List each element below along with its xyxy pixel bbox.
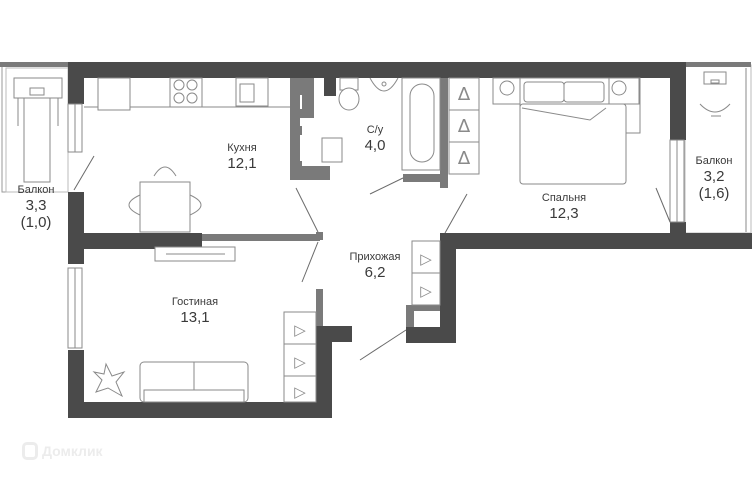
plant-icon: [92, 362, 126, 398]
domclick-logo-icon: [22, 442, 38, 460]
room-area: 12,1: [227, 154, 257, 172]
sofa-icon: [139, 361, 249, 403]
svg-text:∆: ∆: [457, 116, 471, 137]
svg-text:▷: ▷: [294, 353, 306, 371]
balcony-right-outline: [684, 64, 752, 234]
room-name: Балкон: [17, 184, 55, 196]
watermark-text: Домклик: [42, 443, 103, 459]
living-wardrobe-icon: ▷ ▷ ▷: [283, 311, 317, 403]
room-label-kitchen: Кухня 12,1: [227, 142, 256, 172]
washbasin-icon: [369, 77, 399, 92]
svg-text:▷: ▷: [294, 383, 306, 401]
room-label-balcony-right: Балкон 3,2 (1,6): [696, 155, 733, 202]
room-label-bedroom: Спальня 12,3: [542, 192, 586, 222]
svg-text:▷: ▷: [294, 321, 306, 339]
watermark: Домклик: [22, 442, 103, 460]
room-name: Балкон: [695, 155, 733, 167]
room-label-living-room: Гостиная 13,1: [172, 296, 218, 326]
room-area: 4,0: [364, 136, 386, 154]
bed-icon: [492, 77, 641, 185]
room-name: Гостиная: [171, 296, 219, 308]
room-area: 13,1: [180, 308, 210, 326]
svg-text:▷: ▷: [420, 282, 432, 300]
treadmill-icon: [13, 77, 63, 183]
dining-table-icon: [128, 166, 202, 233]
room-area: 3,2: [703, 167, 725, 185]
bottom-wall: [68, 402, 332, 418]
room-area: 6,2: [364, 263, 386, 281]
room-name: Прихожая: [349, 251, 401, 263]
top-wall: [68, 62, 686, 78]
room-name: Спальня: [541, 192, 587, 204]
desk-icon: [699, 71, 731, 117]
wardrobe-icon: ∆ ∆ ∆: [448, 77, 480, 175]
toilet-icon: [338, 77, 360, 111]
svg-text:∆: ∆: [457, 84, 471, 105]
bathtub-icon: [401, 77, 441, 171]
room-area: 12,3: [549, 204, 579, 222]
room-area-sub: (1,6): [698, 184, 730, 202]
room-name: С/у: [366, 124, 384, 136]
svg-text:∆: ∆: [457, 148, 471, 169]
kitchen-counter: [84, 77, 290, 111]
hall-wardrobe-icon: ▷ ▷: [411, 240, 441, 306]
room-label-hallway: Прихожая 6,2: [350, 251, 401, 281]
room-name: Кухня: [227, 142, 257, 154]
svg-text:▷: ▷: [420, 250, 432, 268]
room-label-balcony-left: Балкон 3,3 (1,0): [18, 184, 55, 231]
sink-icon: [235, 77, 269, 107]
bedroom-bottom-wall: [440, 233, 752, 249]
room-area: 3,3: [25, 196, 47, 214]
room-area-sub: (1,0): [20, 213, 52, 231]
room-label-bathroom: С/у 4,0: [365, 124, 386, 154]
